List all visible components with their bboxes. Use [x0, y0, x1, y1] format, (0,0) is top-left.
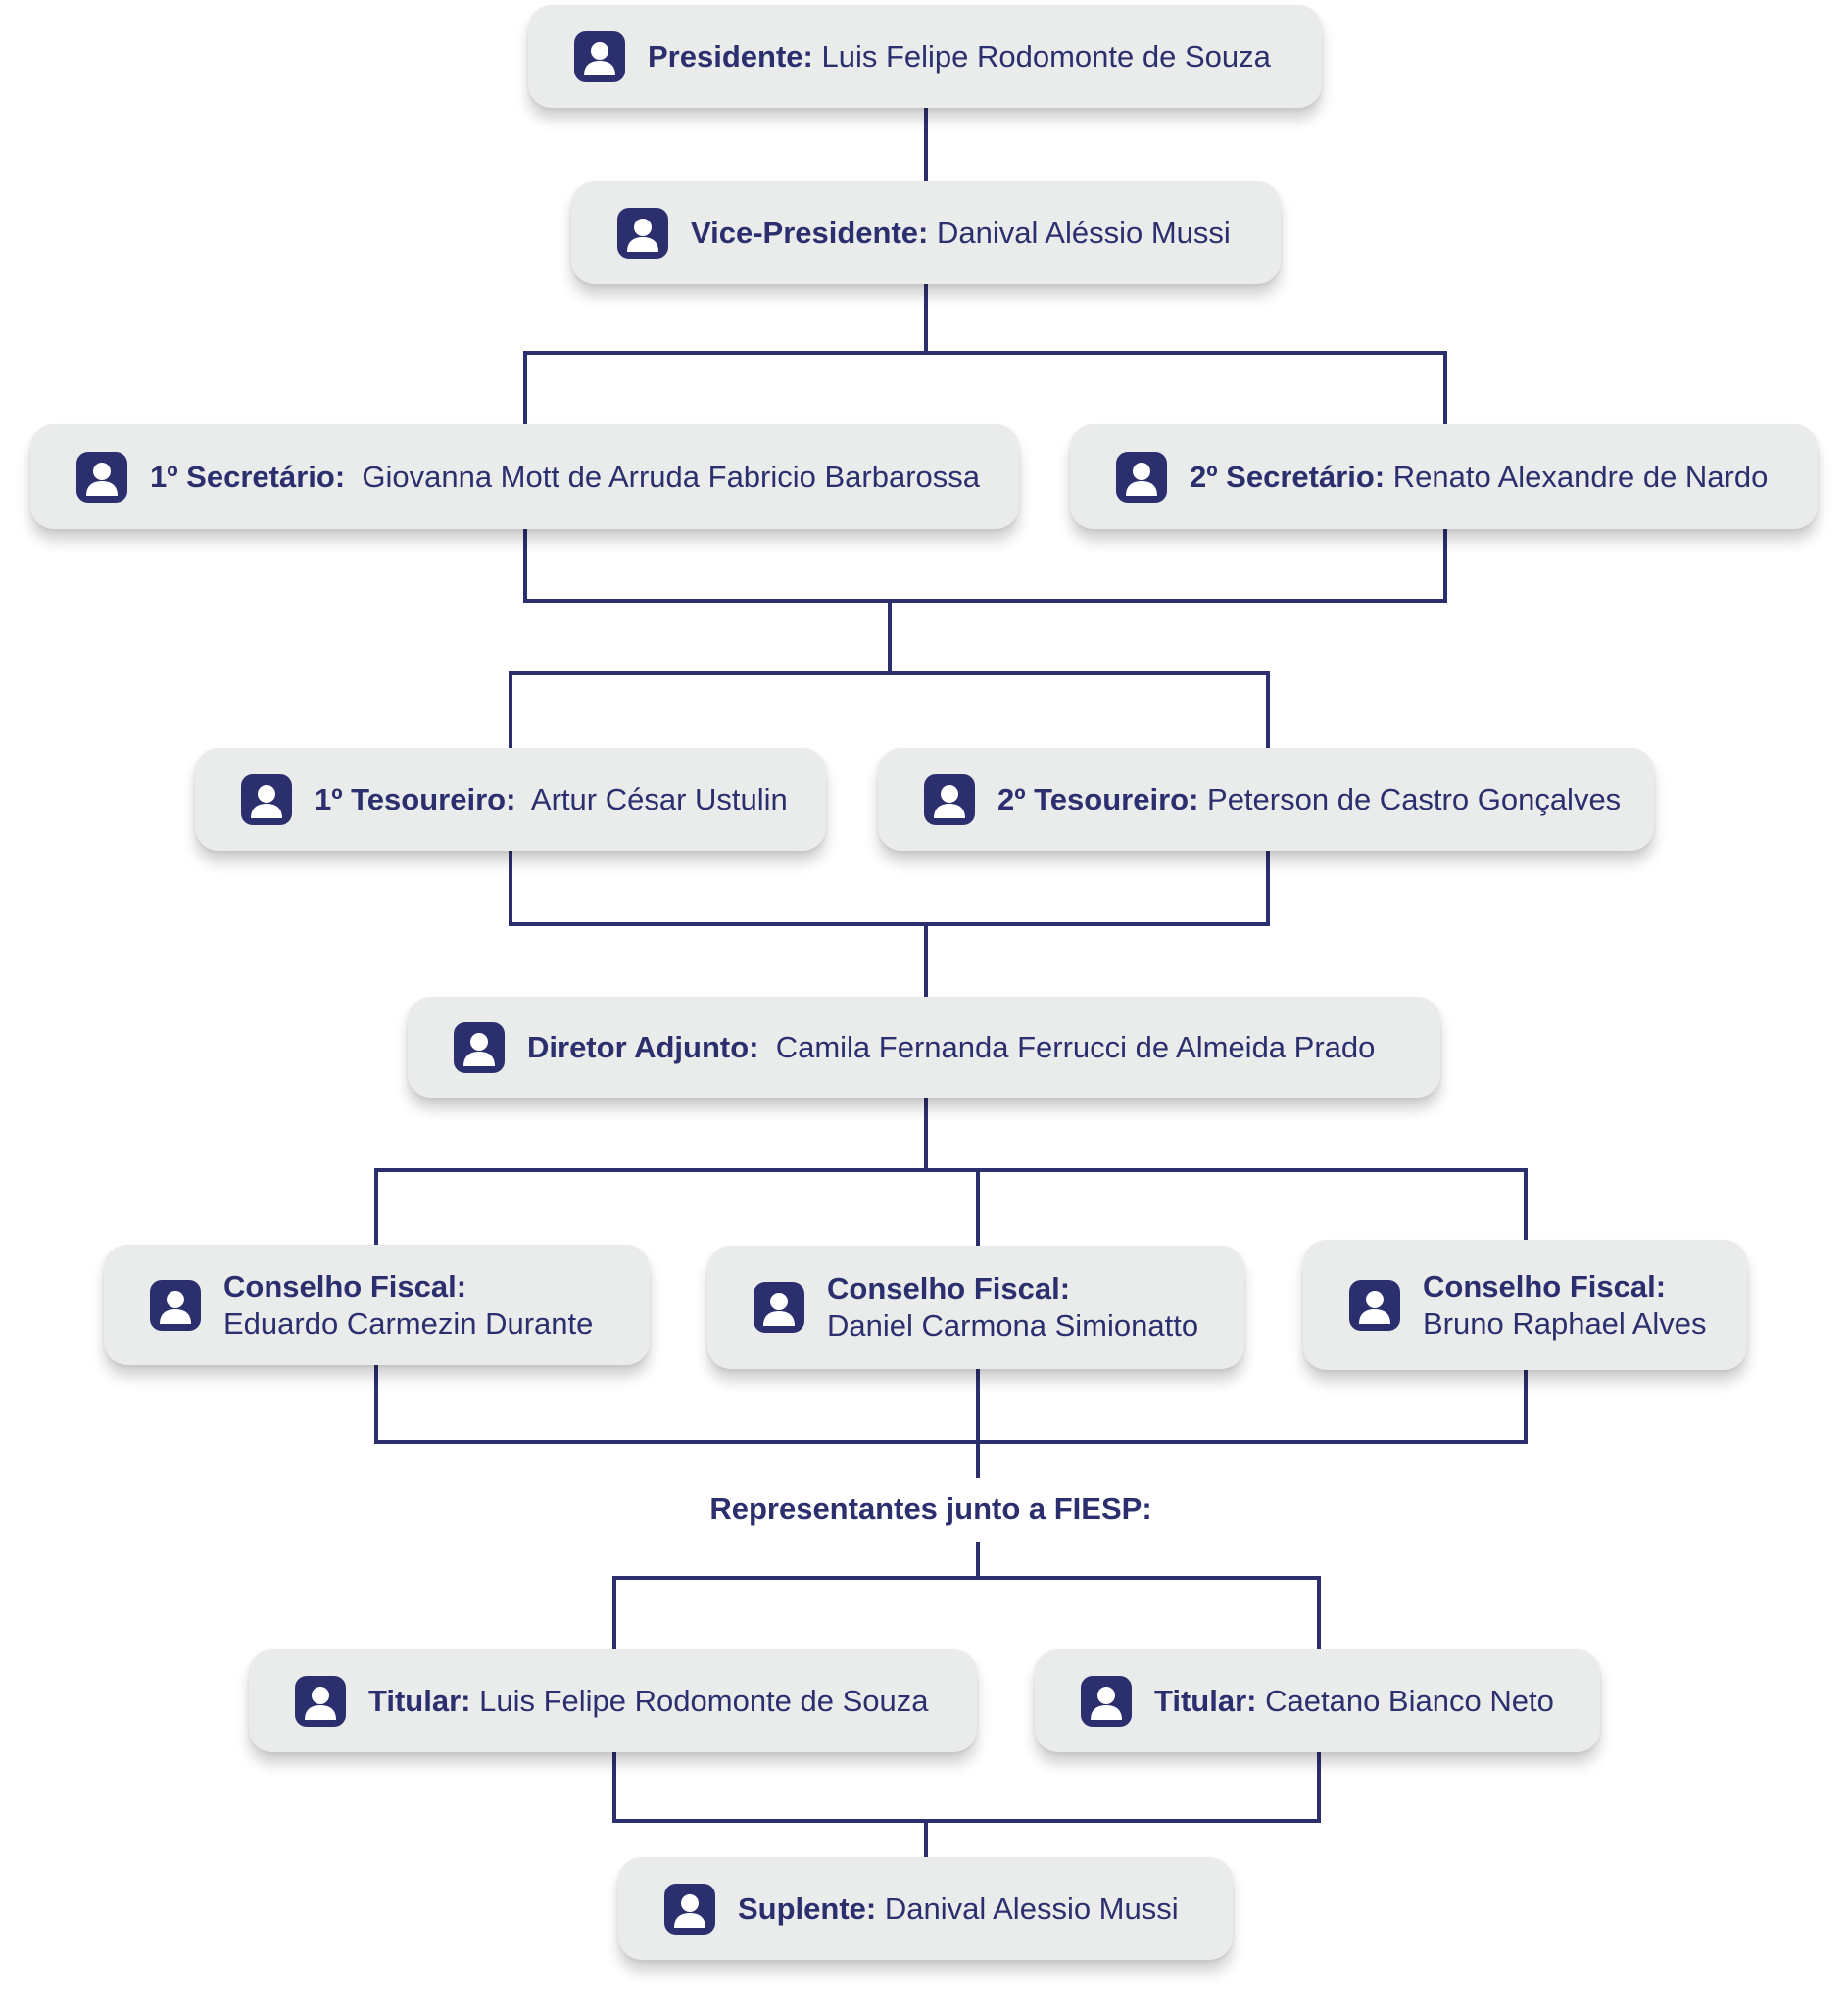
node-1-tesoureiro: 1º Tesoureiro: Artur César Ustulin — [195, 748, 826, 851]
person-name: Bruno Raphael Alves — [1423, 1305, 1707, 1341]
node-label: 2º Secretário: Renato Alexandre de Nardo — [1190, 459, 1768, 496]
connector-fiesp-titulares — [612, 1542, 1321, 1649]
node-conselho-fiscal-3: Conselho Fiscal:Bruno Raphael Alves — [1303, 1240, 1747, 1370]
user-avatar-icon — [241, 773, 292, 825]
role-label: Presidente: — [648, 38, 813, 74]
person-name: Renato Alexandre de Nardo — [1385, 459, 1769, 494]
node-suplente: Suplente: Danival Alessio Mussi — [618, 1857, 1233, 1960]
user-avatar-icon — [574, 30, 625, 82]
role-label: 1º Secretário: — [150, 459, 346, 494]
role-label: Titular: — [1154, 1683, 1257, 1718]
connector-vice-secretarios — [523, 284, 1447, 424]
node-label: Conselho Fiscal:Eduardo Carmezin Durante — [223, 1268, 593, 1343]
role-label: Titular: — [368, 1683, 471, 1718]
node-label: Diretor Adjunto: Camila Fernanda Ferrucc… — [527, 1029, 1375, 1066]
role-label: 1º Tesoureiro: — [315, 781, 516, 816]
node-label: 1º Tesoureiro: Artur César Ustulin — [315, 781, 788, 818]
user-avatar-icon — [1349, 1279, 1400, 1331]
person-name: Luis Felipe Rodomonte de Souza — [812, 38, 1271, 74]
user-avatar-icon — [754, 1282, 804, 1333]
user-avatar-icon — [295, 1675, 346, 1727]
person-name: Luis Felipe Rodomonte de Souza — [470, 1683, 929, 1718]
role-label: Conselho Fiscal: — [827, 1271, 1071, 1305]
user-avatar-icon — [454, 1021, 505, 1073]
person-name: Giovanna Mott de Arruda Fabricio Barbaro… — [345, 459, 981, 494]
node-conselho-fiscal-1: Conselho Fiscal:Eduardo Carmezin Durante — [104, 1245, 650, 1365]
node-conselho-fiscal-2: Conselho Fiscal:Daniel Carmona Simionatt… — [707, 1246, 1244, 1369]
user-avatar-icon — [1116, 451, 1167, 503]
node-label: 2º Tesoureiro: Peterson de Castro Gonçal… — [997, 781, 1621, 818]
connector-tesoureiros-adjunto — [509, 851, 1270, 997]
user-avatar-icon — [150, 1279, 201, 1331]
connector-secretarios-tesoureiros — [509, 529, 1447, 748]
node-diretor-adjunto: Diretor Adjunto: Camila Fernanda Ferrucc… — [408, 997, 1440, 1098]
node-1-secretario: 1º Secretário: Giovanna Mott de Arruda F… — [30, 424, 1019, 529]
person-name: Danival Aléssio Mussi — [928, 215, 1231, 250]
role-label: Diretor Adjunto: — [527, 1029, 759, 1064]
person-name: Caetano Bianco Neto — [1256, 1683, 1554, 1718]
fiesp-heading: Representantes junto a FIESP: — [709, 1492, 1152, 1526]
person-name: Daniel Carmona Simionatto — [827, 1308, 1199, 1343]
role-label: Suplente: — [738, 1890, 877, 1926]
node-2-secretario: 2º Secretário: Renato Alexandre de Nardo — [1070, 424, 1818, 529]
node-presidente: Presidente: Luis Felipe Rodomonte de Sou… — [528, 5, 1322, 108]
user-avatar-icon — [924, 773, 975, 825]
node-2-tesoureiro: 2º Tesoureiro: Peterson de Castro Gonçal… — [878, 748, 1654, 851]
node-label: 1º Secretário: Giovanna Mott de Arruda F… — [150, 459, 980, 496]
node-label: Conselho Fiscal:Bruno Raphael Alves — [1423, 1268, 1707, 1343]
node-label: Titular: Caetano Bianco Neto — [1154, 1683, 1554, 1720]
person-name: Peterson de Castro Gonçalves — [1198, 781, 1622, 816]
user-avatar-icon — [664, 1883, 715, 1935]
node-vice-presidente: Vice-Presidente: Danival Aléssio Mussi — [571, 181, 1281, 284]
node-label: Suplente: Danival Alessio Mussi — [738, 1890, 1179, 1928]
person-name: Camila Fernanda Ferrucci de Almeida Prad… — [758, 1029, 1376, 1064]
role-label: 2º Secretário: — [1190, 459, 1386, 494]
role-label: Conselho Fiscal: — [1423, 1268, 1667, 1303]
person-name: Danival Alessio Mussi — [876, 1890, 1179, 1926]
node-titular-1: Titular: Luis Felipe Rodomonte de Souza — [249, 1649, 977, 1752]
node-label: Conselho Fiscal:Daniel Carmona Simionatt… — [827, 1270, 1198, 1345]
user-avatar-icon — [1081, 1675, 1132, 1727]
user-avatar-icon — [76, 451, 127, 503]
role-label: Conselho Fiscal: — [223, 1268, 467, 1303]
node-label: Presidente: Luis Felipe Rodomonte de Sou… — [648, 38, 1271, 75]
node-titular-2: Titular: Caetano Bianco Neto — [1035, 1649, 1600, 1752]
connector-titulares-suplente — [612, 1752, 1321, 1857]
role-label: 2º Tesoureiro: — [997, 781, 1199, 816]
person-name: Eduardo Carmezin Durante — [223, 1305, 594, 1341]
node-label: Vice-Presidente: Danival Aléssio Mussi — [691, 215, 1231, 252]
node-label: Titular: Luis Felipe Rodomonte de Souza — [368, 1683, 929, 1720]
person-name: Artur César Ustulin — [515, 781, 788, 816]
role-label: Vice-Presidente: — [691, 215, 929, 250]
connector-adjunto-conselho — [374, 1098, 1528, 1246]
connector-conselho-fiesp — [374, 1365, 1528, 1478]
user-avatar-icon — [617, 207, 668, 259]
